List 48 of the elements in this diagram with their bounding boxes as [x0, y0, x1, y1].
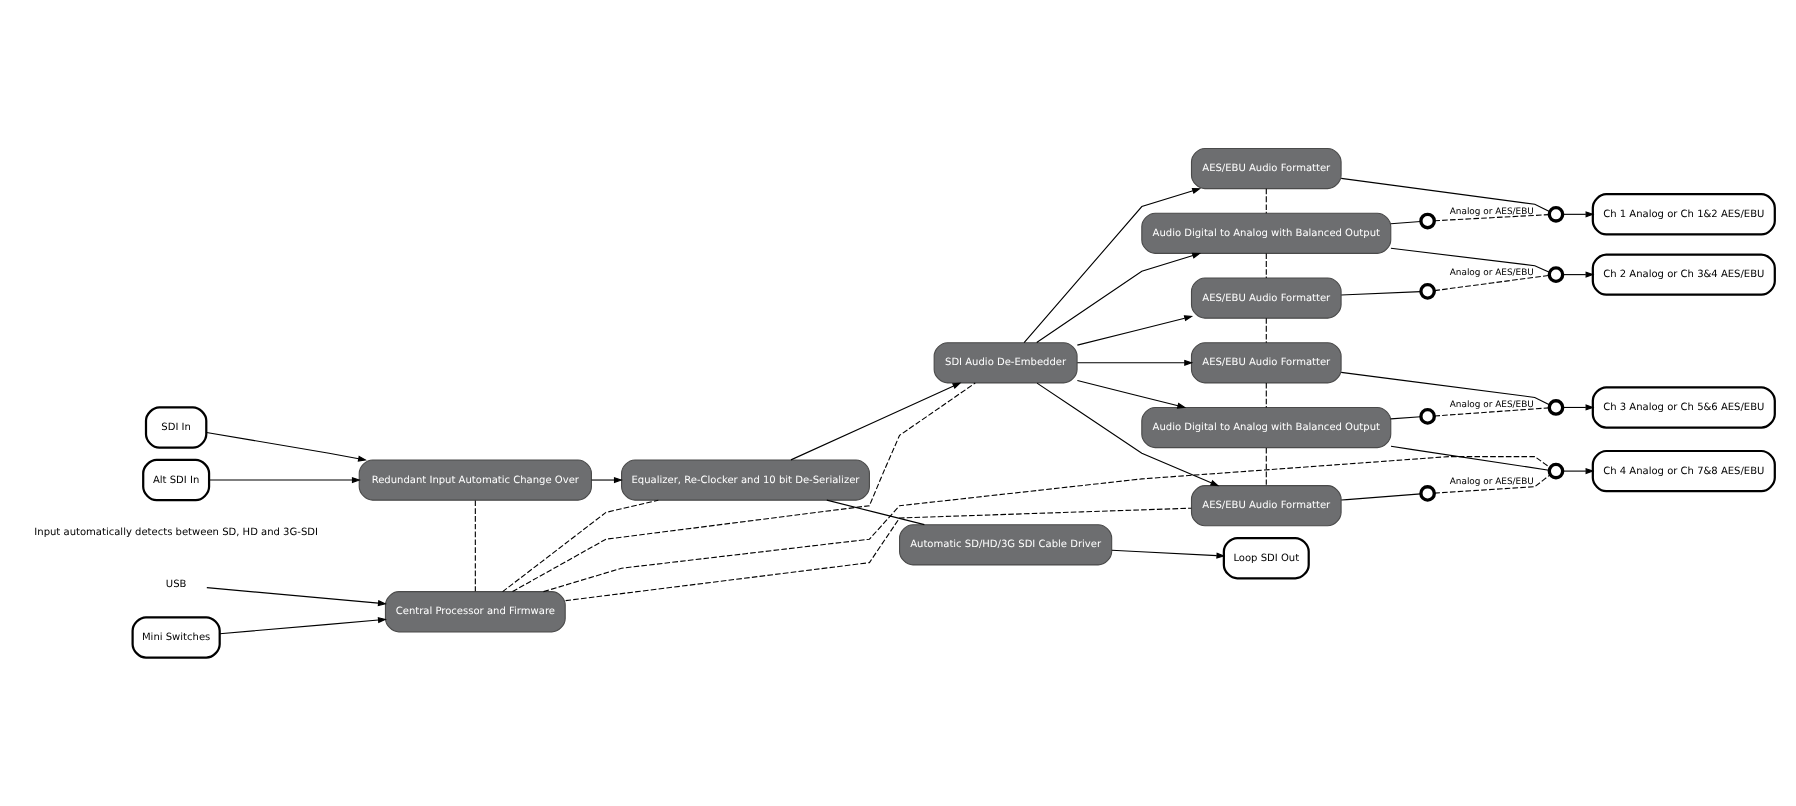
connector: [1432, 274, 1549, 292]
arrow: [207, 476, 360, 484]
arrow: [1035, 252, 1201, 344]
connector: [510, 382, 975, 593]
connector: [541, 456, 1550, 593]
connector: [1339, 371, 1549, 406]
arrow: [218, 616, 386, 635]
node-circle: [1546, 266, 1564, 283]
connector: [1264, 188, 1266, 214]
connector: [473, 499, 475, 592]
connector: [825, 499, 924, 526]
arrow: [205, 587, 386, 607]
node-circle: [1546, 462, 1564, 480]
arrow: [1022, 187, 1201, 344]
connector: [1432, 407, 1549, 417]
connector: [1264, 447, 1266, 486]
connector: [1389, 220, 1421, 225]
connector: [1389, 416, 1421, 420]
arrow: [1075, 379, 1186, 409]
arrow: [1561, 211, 1594, 218]
connector: [1264, 382, 1266, 408]
connector: [1264, 317, 1266, 344]
node-circle: [1418, 212, 1435, 230]
arrow: [1561, 404, 1594, 411]
connector: [1339, 493, 1421, 501]
node-circle: [1546, 205, 1564, 223]
arrow: [1110, 549, 1225, 559]
connector: [1339, 291, 1421, 296]
node-circle: [1418, 283, 1435, 300]
arrow: [789, 382, 961, 461]
connector: [1432, 474, 1550, 494]
connector: [501, 499, 658, 593]
arrow: [1075, 315, 1193, 346]
connector: [1264, 252, 1266, 279]
node-circle: [1418, 408, 1435, 425]
node-circle: [1418, 485, 1435, 502]
connector: [1432, 214, 1549, 222]
connector: [564, 507, 1191, 602]
connector: [1389, 445, 1549, 471]
arrow: [1561, 271, 1594, 278]
connector: [1339, 177, 1549, 213]
arrow: [1561, 467, 1594, 475]
node-circle: [1546, 399, 1564, 416]
arrow: [1075, 359, 1193, 366]
arrow: [1035, 382, 1219, 487]
connector: [1389, 247, 1549, 273]
arrow: [204, 431, 366, 462]
arrow: [590, 476, 622, 484]
